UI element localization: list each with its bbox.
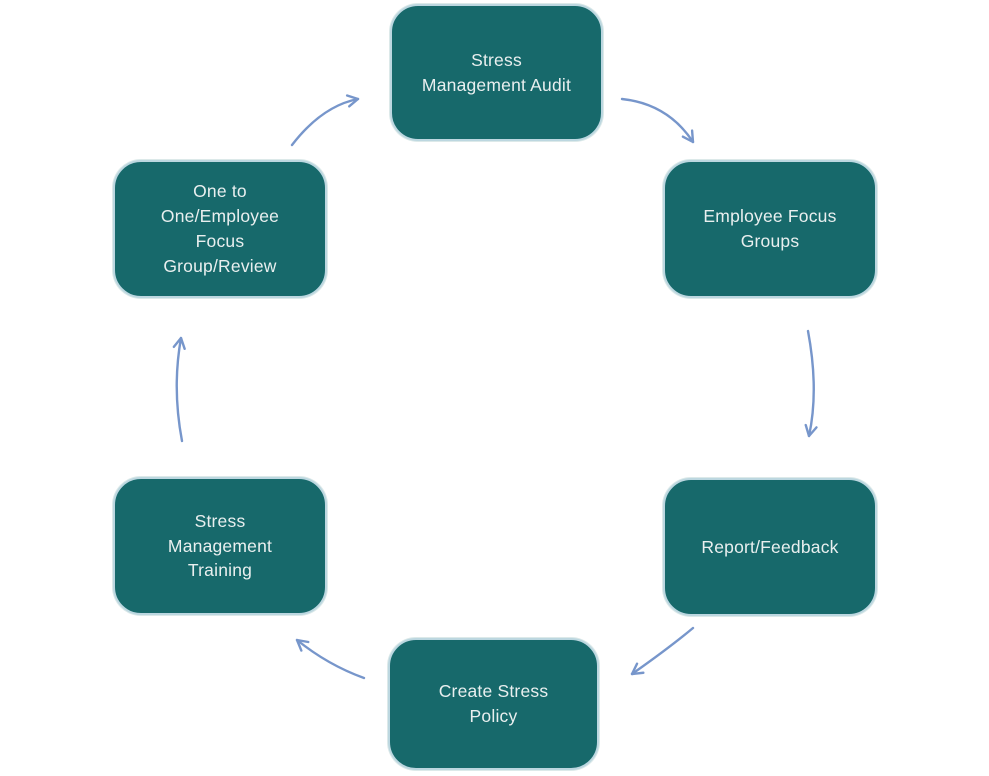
node-label: Stress Management Training — [167, 510, 273, 581]
arrow-report-to-policy — [630, 626, 695, 676]
node-create-stress-policy: Create Stress Policy — [388, 638, 599, 770]
node-report-feedback: Report/Feedback — [663, 478, 877, 616]
node-employee-focus-groups: Employee Focus Groups — [663, 160, 877, 298]
arrow-training-to-one-to-one — [172, 336, 186, 443]
node-one-to-one-employee-focus-group-review: One to One/Employee Focus Group/Review — [113, 160, 327, 298]
node-label: Stress Management Audit — [421, 49, 572, 95]
node-label: Create Stress Policy — [438, 681, 549, 726]
node-label: One to One/Employee Focus Group/Review — [160, 181, 280, 276]
arrow-one-to-one-to-audit — [290, 94, 360, 147]
arrow-policy-to-training — [295, 638, 366, 680]
node-label: Report/Feedback — [701, 536, 839, 557]
arrow-focus-groups-to-report — [804, 329, 818, 438]
node-stress-management-training: Stress Management Training — [113, 477, 327, 615]
node-stress-management-audit: Stress Management Audit — [390, 4, 603, 141]
node-label: Employee Focus Groups — [703, 206, 837, 251]
arrow-audit-to-focus-groups — [620, 97, 695, 144]
